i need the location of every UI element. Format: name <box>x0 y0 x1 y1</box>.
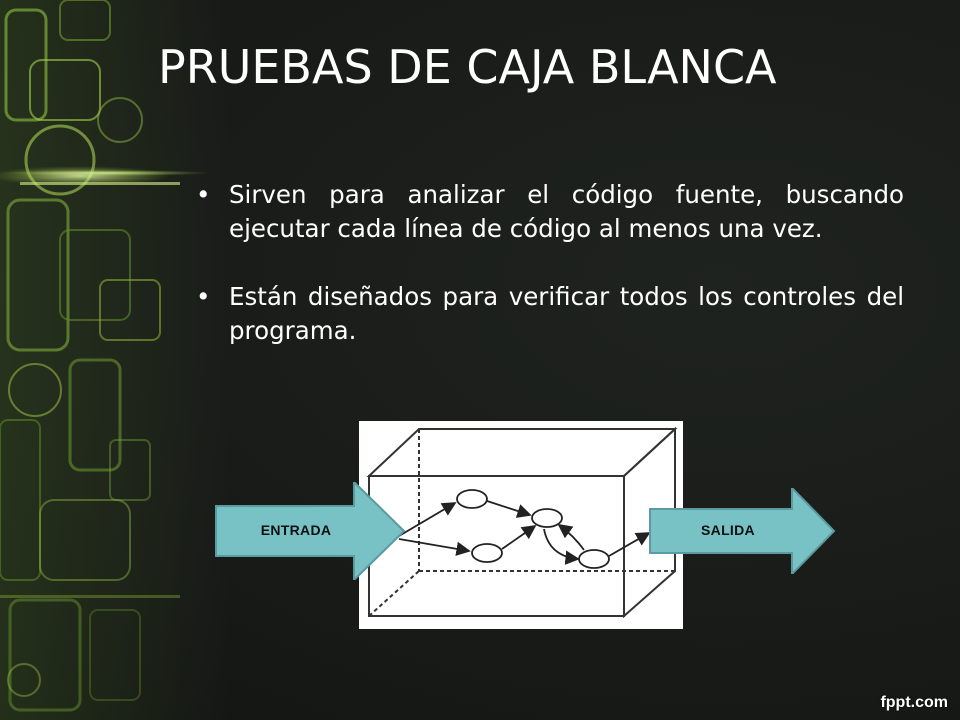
slide-title: PRUEBAS DE CAJA BLANCA <box>158 40 777 94</box>
white-box-diagram <box>359 421 683 629</box>
entrada-arrow <box>215 482 406 580</box>
salida-arrow <box>649 488 836 574</box>
wireframe-box <box>366 426 678 619</box>
bullet-list: • Sirven para analizar el código fuente,… <box>196 178 904 382</box>
salida-label: SALIDA <box>701 522 755 538</box>
bullet-text: Están diseñados para verificar todos los… <box>229 282 904 345</box>
box-graph-illustration <box>366 426 678 619</box>
bullet-text: Sirven para analizar el código fuente, b… <box>229 180 904 243</box>
entrada-label: ENTRADA <box>260 522 332 538</box>
bullet-marker: • <box>196 282 211 311</box>
decorative-green-pattern <box>0 0 230 720</box>
salida-arrow-shape <box>649 488 836 574</box>
flow-graph <box>398 489 651 569</box>
bullet-item: • Sirven para analizar el código fuente,… <box>196 178 904 246</box>
bullet-item: • Están diseñados para verificar todos l… <box>196 280 904 348</box>
bullet-marker: • <box>196 180 211 209</box>
watermark: fppt.com <box>880 694 948 711</box>
entrada-arrow-shape <box>215 482 406 580</box>
